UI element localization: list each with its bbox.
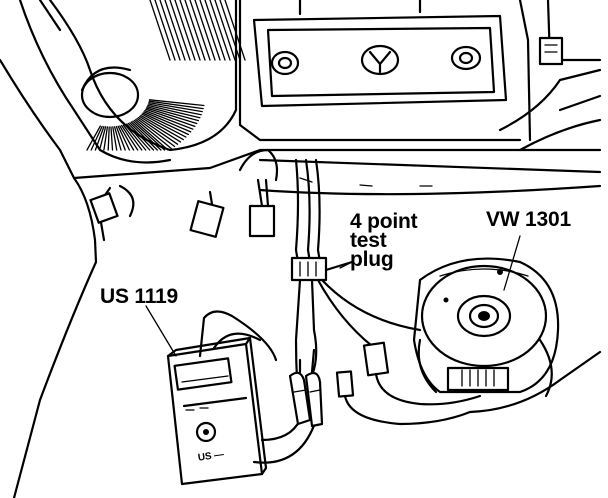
fan-blade-hatching: [86, 0, 246, 151]
fan-hatch-line: [126, 123, 151, 151]
fan-hatch-line: [107, 126, 110, 151]
fan-hatch-line: [147, 104, 201, 119]
fan-hatch-line: [159, 0, 181, 61]
fan-hatch-line: [149, 0, 171, 61]
fan-hatch-line: [209, 0, 231, 61]
dashboard-panel: [252, 0, 508, 108]
fan-hatch-line: [115, 125, 126, 151]
fan-hatch-line: [110, 126, 114, 151]
meter-leads: [252, 348, 324, 464]
fan-hatch-line: [121, 124, 139, 151]
fan-hatch-line: [219, 0, 241, 61]
fan-hatch-line: [139, 115, 182, 143]
fan-hatch-line: [194, 0, 216, 61]
fan-hatch-line: [148, 101, 203, 113]
fan-hatch-line: [124, 123, 147, 151]
fan-hatch-line: [169, 0, 191, 61]
fan-hatch-line: [179, 0, 201, 61]
fan-hatch-line: [141, 113, 187, 138]
fan-hatch-line: [145, 107, 198, 125]
fan-hatch-line: [214, 0, 236, 61]
fan-hatch-line: [98, 126, 107, 151]
fan-hatch-line: [184, 0, 206, 61]
fan-hatch-line: [199, 0, 221, 61]
us1119-label: US 1119: [100, 285, 179, 308]
fan-hatch-line: [103, 126, 109, 151]
test-plug-leader: [339, 261, 353, 269]
leader-lines: [145, 235, 521, 357]
fan-hatch-line: [113, 126, 122, 151]
fan-hatch-line: [122, 124, 143, 151]
vw1301-label: VW 1301: [486, 208, 571, 231]
fan-hatch-line: [143, 111, 192, 133]
us1119-leader: [145, 305, 177, 357]
fan-hatch-line: [90, 125, 103, 151]
fan-hatch-line: [174, 0, 196, 61]
fan-hatch-line: [142, 112, 190, 136]
blower-fan: [48, 0, 246, 152]
fan-hatch-line: [112, 126, 118, 151]
fan-hatch-line: [224, 0, 246, 61]
fan-hatch-line: [148, 100, 204, 110]
fan-hatch-line: [86, 125, 101, 151]
fan-hatch-line: [137, 116, 179, 145]
leads-to-vw1301: [335, 341, 602, 426]
fan-hatch-line: [147, 103, 202, 116]
fan-hatch-line: [164, 0, 186, 61]
wiring-harness: [294, 158, 322, 264]
fan-hatch-line: [94, 125, 105, 151]
fan-hatch-line: [130, 121, 162, 151]
fan-hatch-line: [145, 108, 196, 128]
vw1301-device: [412, 257, 560, 398]
right-bracket: [498, 0, 602, 152]
fan-hatch-line: [135, 118, 172, 150]
dash-connectors: [89, 148, 279, 242]
fan-hatch-line: [189, 0, 211, 61]
fan-hatch-line: [136, 117, 176, 148]
fan-hatch-line: [148, 99, 205, 107]
fan-hatch-line: [146, 106, 200, 122]
vw1301-leader: [503, 235, 521, 291]
fan-hatch-line: [127, 122, 155, 151]
fan-hatch-line: [133, 119, 169, 151]
fan-hatch-line: [144, 109, 194, 130]
fan-hatch-line: [140, 114, 184, 141]
us1119-meter: [166, 310, 278, 486]
fan-hatch-line: [119, 125, 135, 151]
test-plug-label: 4 point test plug: [350, 210, 418, 271]
fan-hatch-line: [154, 0, 176, 61]
fan-hatch-line: [129, 122, 158, 151]
fan-hatch-line: [132, 120, 166, 151]
fan-hatch-line: [204, 0, 226, 61]
fan-hatch-line: [117, 125, 131, 151]
